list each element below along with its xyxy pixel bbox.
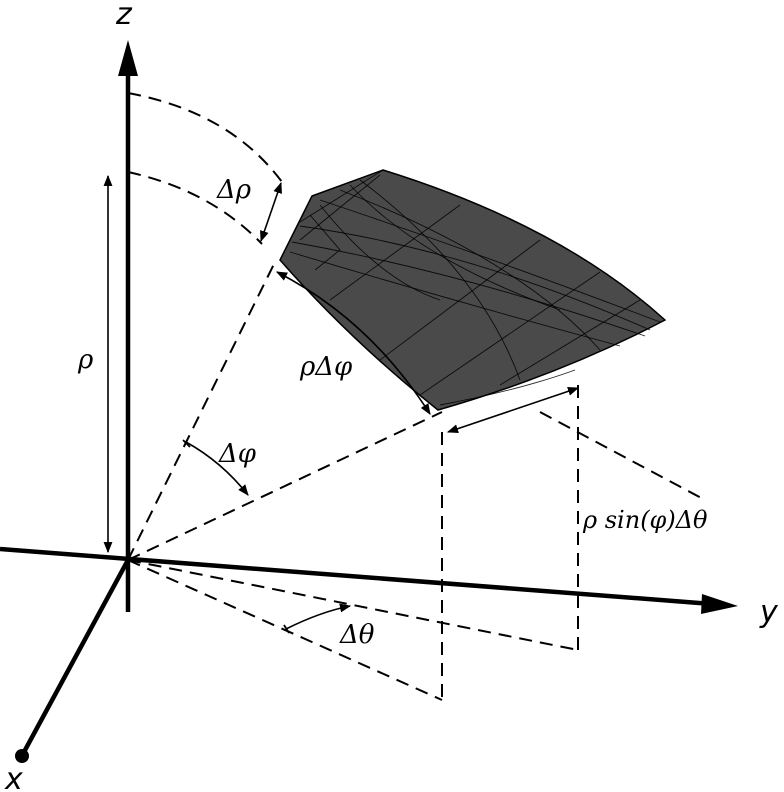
- y-axis-label: y: [759, 595, 779, 630]
- coordinate-axes: [0, 40, 738, 763]
- z-axis-arrowhead: [118, 40, 138, 76]
- x-axis-label: x: [4, 762, 23, 792]
- delta-theta-label: Δθ: [339, 620, 375, 650]
- rho-sin-phi-delta-theta-arrow: [446, 386, 580, 434]
- rho-label: ρ: [77, 345, 94, 375]
- x-axis-end-dot: [15, 749, 29, 763]
- delta-rho-label: Δρ: [216, 175, 252, 205]
- rho-delta-phi-arrow: [276, 271, 431, 415]
- y-axis: [0, 546, 713, 607]
- x-axis: [22, 558, 130, 754]
- delta-rho-arrow: [260, 181, 282, 243]
- delta-phi-arc: [185, 441, 249, 496]
- z-axis-label: z: [115, 0, 133, 32]
- y-axis-arrowhead: [701, 594, 738, 614]
- delta-phi-arc-tick: [182, 439, 191, 448]
- delta-phi-label: Δφ: [218, 439, 257, 469]
- dimension-arrows: [103, 174, 580, 634]
- rho-sin-phi-delta-theta-label: ρ sin(φ)Δθ: [582, 506, 708, 534]
- labels: z y x ρ Δρ ρΔφ Δφ Δθ ρ sin(φ)Δθ: [4, 0, 779, 792]
- rho-delta-phi-label: ρΔφ: [299, 352, 353, 382]
- delta-theta-arc: [285, 603, 352, 630]
- delta-theta-arc-tick: [283, 624, 290, 634]
